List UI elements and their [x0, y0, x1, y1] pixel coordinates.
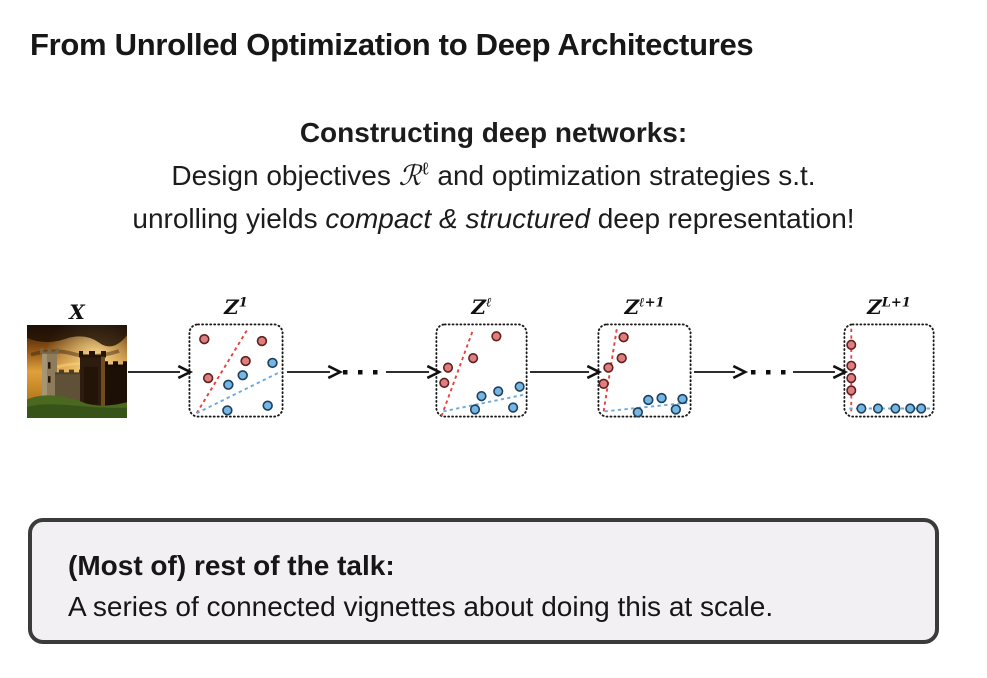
ellipsis-dots-right — [751, 370, 786, 375]
representation-box-zl — [435, 323, 528, 418]
callout-box: (Most of) rest of the talk: A series of … — [28, 518, 939, 644]
subtitle-heading: Constructing deep networks: — [299, 117, 688, 148]
slide-subtitle: Constructing deep networks: Design objec… — [0, 111, 987, 240]
math-r-symbol: ℛ — [398, 159, 421, 192]
scatter-plot-z1 — [188, 323, 284, 418]
scatter-plot-zl — [435, 323, 528, 418]
emphasis-text: compact & structured — [325, 203, 590, 234]
castle-input-image — [27, 325, 127, 418]
representation-box-z1 — [188, 323, 284, 418]
callout-heading: (Most of) rest of the talk: — [68, 550, 395, 581]
unrolling-diagram: X — [0, 282, 987, 447]
scatter-plot-zl1 — [597, 323, 692, 418]
subtitle-line3: unrolling yields compact & structured de… — [132, 203, 855, 234]
slide-title: From Unrolled Optimization to Deep Archi… — [30, 26, 754, 62]
flow-arrows — [128, 364, 849, 380]
z-label-1: Z1 — [224, 295, 248, 319]
representation-box-zl1 — [597, 323, 692, 418]
representation-box-zL1 — [843, 323, 935, 418]
input-label-x: X — [69, 300, 85, 324]
subtitle-line2: Design objectives ℛℓ and optimization st… — [171, 158, 816, 192]
z-label-l-plus-1: Zℓ+1 — [624, 295, 665, 319]
callout-body: A series of connected vignettes about do… — [68, 591, 774, 622]
math-r-superscript: ℓ — [420, 158, 430, 180]
z-label-l: Zℓ — [471, 295, 492, 319]
scatter-plot-zL1 — [843, 323, 935, 418]
z-label-L-plus-1: ZL+1 — [867, 295, 911, 319]
ellipsis-dots-left — [343, 370, 378, 375]
